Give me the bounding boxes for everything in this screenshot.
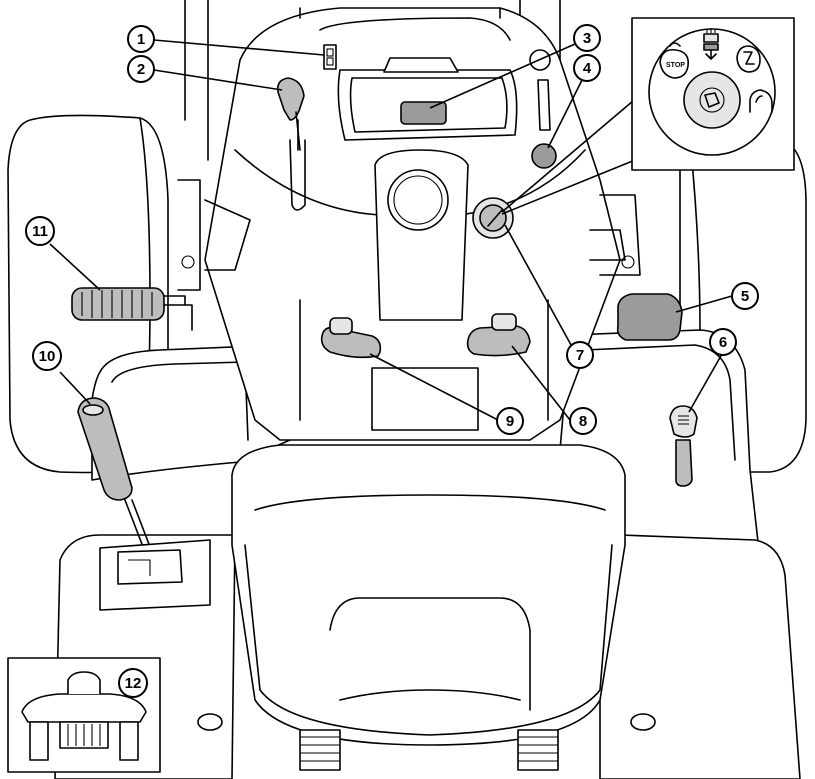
- svg-text:2: 2: [137, 61, 145, 78]
- fuel-gauge: [401, 102, 446, 124]
- svg-text:11: 11: [32, 223, 48, 240]
- callout-6: 6: [710, 329, 736, 355]
- seat-spring-right: [518, 730, 558, 770]
- callout-4: 4: [574, 55, 600, 81]
- callout-1: 1: [128, 26, 154, 52]
- svg-text:4: 4: [583, 60, 592, 77]
- seat-spring-left: [300, 730, 340, 770]
- svg-text:5: 5: [741, 288, 749, 305]
- callout-2: 2: [128, 56, 154, 82]
- svg-text:8: 8: [579, 413, 587, 430]
- stop-label: STOP: [666, 62, 685, 69]
- ignition-inset: STOP: [632, 18, 794, 170]
- callout-11: 11: [26, 217, 54, 245]
- headlight-button: [532, 144, 556, 168]
- callout-9: 9: [497, 408, 523, 434]
- svg-text:7: 7: [576, 347, 584, 364]
- svg-text:3: 3: [583, 30, 591, 47]
- svg-text:6: 6: [719, 334, 727, 351]
- callout-3: 3: [574, 25, 600, 51]
- svg-text:12: 12: [125, 675, 142, 692]
- callout-7: 7: [567, 342, 593, 368]
- svg-text:1: 1: [137, 31, 145, 48]
- seat: [198, 445, 655, 770]
- callout-8: 8: [570, 408, 596, 434]
- deck-lift-lever: [618, 294, 682, 340]
- svg-text:10: 10: [39, 348, 56, 365]
- callout-10: 10: [33, 342, 61, 370]
- callout-12: 12: [119, 669, 147, 697]
- callout-5: 5: [732, 283, 758, 309]
- key-slot-icon: [684, 72, 740, 128]
- svg-text:9: 9: [506, 413, 514, 430]
